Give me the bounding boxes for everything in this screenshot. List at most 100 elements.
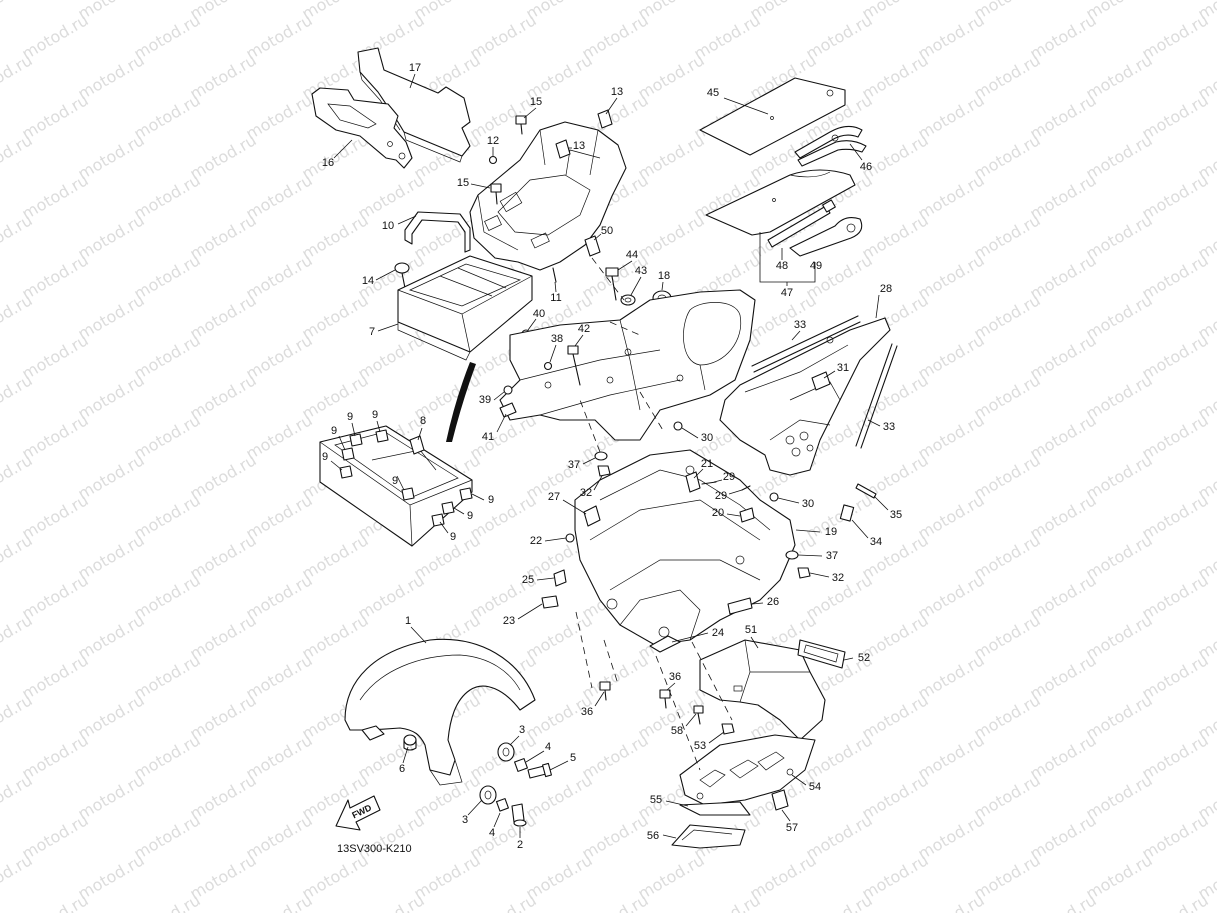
watermark-text: motod.ru [971,130,1044,183]
part-13-clip [555,109,613,159]
watermark-text: motod.ru [971,370,1044,423]
callout-label: 47 [781,287,793,299]
watermark-text: motod.ru [1027,250,1100,303]
callout-label: 7 [369,326,375,338]
callout-label: 15 [457,177,469,189]
watermark-text: motod.ru [971,690,1044,743]
watermark-text: motod.ru [803,810,876,863]
part-44-bolt [605,267,619,301]
watermark-text: motod.ru [0,610,36,663]
callout-label: 33 [794,319,806,331]
watermark-text: motod.ru [1027,490,1100,543]
part-22 [565,533,575,543]
callout-label: 18 [658,270,670,282]
watermark-text: motod.ru [299,370,372,423]
watermark-text: motod.ru [0,530,36,583]
callout-label: 50 [601,225,613,237]
callout-label: 51 [745,624,757,636]
watermark-text: motod.ru [0,770,36,823]
part-29 [701,481,751,491]
watermark-text: motod.ru [635,50,708,103]
watermark-text: motod.ru [243,10,316,63]
watermark-text: motod.ru [1027,410,1100,463]
watermark-text: motod.ru [915,730,988,783]
watermark-text: motod.ru [1027,650,1100,703]
callout-label: 46 [860,161,872,173]
callout-label: 37 [568,459,580,471]
part-35 [855,483,877,499]
watermark-text: motod.ru [971,450,1044,503]
part-46 [794,125,867,167]
callout-label: 21 [701,458,713,470]
callout-label: 39 [479,394,491,406]
callout-label: 32 [832,572,844,584]
watermark-text: motod.ru [1083,450,1156,503]
callout-label: 44 [626,249,638,261]
callout-label: 48 [776,260,788,272]
watermark-text: motod.ru [859,50,932,103]
callout-label: 6 [399,763,405,775]
callout-label: 4 [489,827,495,839]
watermark-text: motod.ru [1139,890,1212,913]
watermark-text: motod.ru [187,610,260,663]
callout-label: 9 [467,510,473,522]
part-16 [311,87,413,169]
callout-label: 34 [870,536,882,548]
watermark-text: motod.ru [747,850,820,903]
watermark-text: motod.ru [1139,170,1212,223]
watermark-text: motod.ru [579,890,652,913]
callout-label: 9 [347,411,353,423]
watermark-text: motod.ru [19,650,92,703]
callout-label: 45 [707,87,719,99]
watermark-text: motod.ru [75,850,148,903]
watermark-text: motod.ru [0,370,36,423]
part-54 [679,734,816,806]
callout-bracket-47 [759,232,816,286]
part-strap [446,362,476,442]
watermark-text: motod.ru [1083,610,1156,663]
part-26 [727,597,753,615]
callout-label: 58 [671,725,683,737]
watermark-text: motod.ru [355,890,428,913]
watermark-text: motod.ru [915,570,988,623]
watermark-text: motod.ru [131,490,204,543]
part-31 [811,371,831,391]
watermark-text: motod.ru [131,90,204,143]
part-32-nut [597,465,611,477]
watermark-text: motod.ru [19,330,92,383]
callout-label: 32 [580,487,592,499]
watermark-text: motod.ru [1139,410,1212,463]
watermark-text: motod.ru [1083,290,1156,343]
watermark-text: motod.ru [75,450,148,503]
part-57 [771,789,789,811]
part-37-washer [785,550,799,560]
callout-label: 8 [420,415,426,427]
watermark-text: motod.ru [635,210,708,263]
callout-label: 12 [487,135,499,147]
part-upper-bracket [469,121,627,271]
callout-label: 37 [826,550,838,562]
part-55 [679,801,751,816]
part-1 [344,638,536,786]
watermark-text: motod.ru [859,210,932,263]
watermark-text: motod.ru [19,490,92,543]
watermark-text: motod.ru [915,90,988,143]
watermark-text: motod.ru [299,210,372,263]
watermark-text: motod.ru [187,50,260,103]
callout-label: 4 [545,741,551,753]
part-9-pad [339,429,473,527]
watermark-text: motod.ru [0,210,36,263]
watermark-text: motod.ru [467,890,540,913]
watermark-text: motod.ru [579,10,652,63]
callout-label: 56 [647,830,659,842]
watermark-text: motod.ru [243,570,316,623]
callout-label: 13 [573,140,585,152]
part-7 [397,255,533,361]
part-52 [797,639,846,669]
part-36-bolt [599,681,671,709]
callout-label: 41 [482,431,494,443]
fwd-arrow-icon: FWD [335,795,381,831]
callout-label: 26 [767,596,779,608]
